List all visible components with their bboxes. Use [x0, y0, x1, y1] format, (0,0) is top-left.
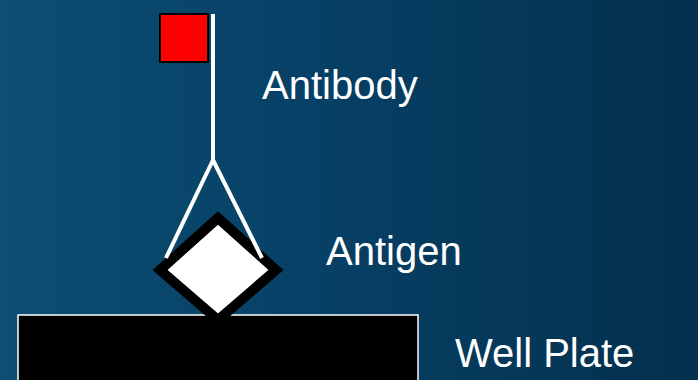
antibody-label: Antibody: [262, 62, 418, 108]
antibody-arm: [213, 160, 262, 258]
antibody-arm: [166, 160, 213, 258]
enzyme-tag: [160, 14, 208, 62]
well-plate-label: Well Plate: [455, 330, 634, 376]
antigen-label: Antigen: [326, 228, 462, 274]
antibody-stem: [211, 14, 215, 160]
